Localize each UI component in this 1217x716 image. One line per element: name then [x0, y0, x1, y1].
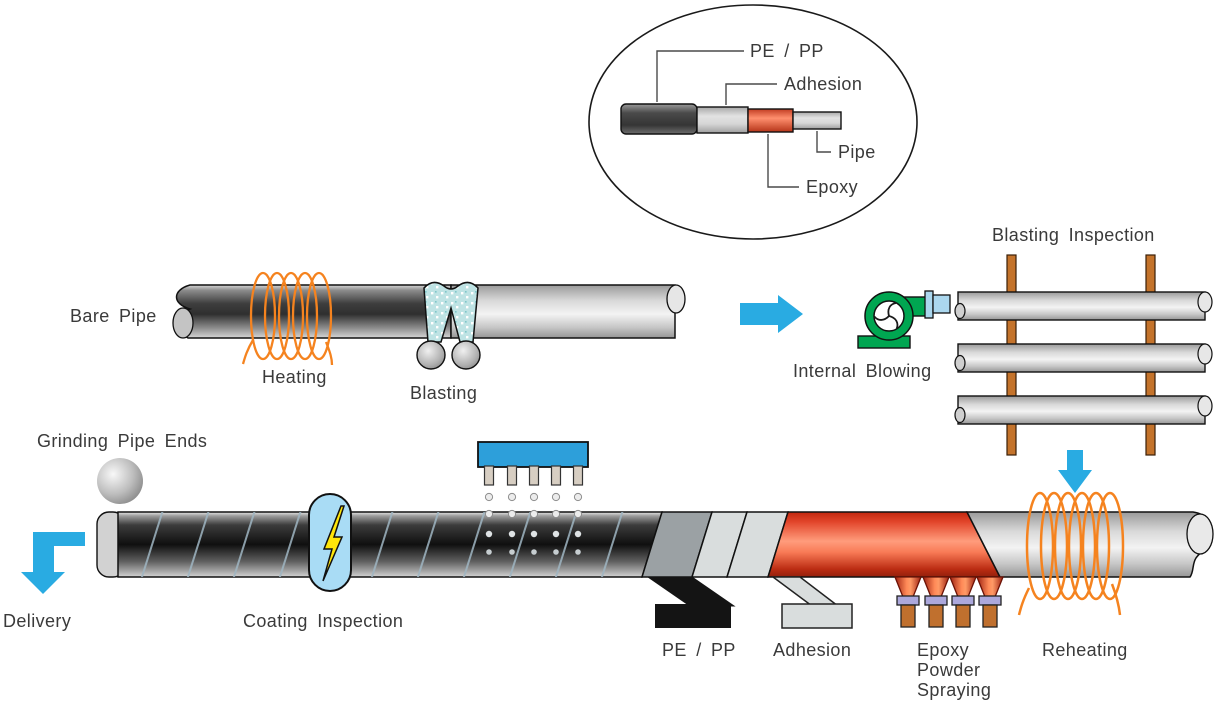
- spray-header-box: [477, 441, 589, 468]
- blasting-wheel-left: [416, 340, 446, 370]
- pipe-right-end-lens: [1186, 513, 1214, 555]
- leader-adhesion: [725, 83, 777, 105]
- stage-coating-inspection: Coating Inspection: [243, 493, 403, 631]
- label-cs-pe-pp: PE / PP: [750, 41, 824, 61]
- fan-blades-icon: [873, 302, 899, 329]
- flow-arrow-right-icon: [740, 295, 803, 333]
- leader-pe-pp: [656, 50, 744, 102]
- cross-section-pipe-core: [792, 111, 842, 130]
- epoxy-gun-collars: [896, 595, 1002, 606]
- inspection-pipes: [954, 291, 1213, 425]
- label-coating-inspection: Coating Inspection: [243, 611, 403, 631]
- label-internal-blowing: Internal Blowing: [793, 361, 931, 381]
- label-cs-pipe: Pipe: [838, 142, 876, 162]
- blasting-media-stream: [423, 281, 479, 343]
- cross-section-pe-pp-layer: [620, 103, 698, 135]
- pe-pp-feed-arm: [646, 576, 736, 607]
- adhesion-feed-arm: [770, 576, 841, 607]
- inspection-pipe-3: [954, 395, 1213, 425]
- grinding-wheel-ball: [97, 458, 143, 504]
- label-delivery: Delivery: [3, 611, 71, 631]
- label-reheating: Reheating: [1042, 640, 1128, 660]
- blasted-pipe-silver-body: [450, 284, 676, 339]
- bare-pipe-dark-body: [175, 284, 452, 339]
- label-heating: Heating: [262, 367, 327, 387]
- leader-epoxy: [767, 134, 799, 188]
- cross-section-epoxy-layer: [747, 108, 794, 133]
- spray-nozzles: [483, 465, 584, 486]
- delivery-arrow-icon: [21, 532, 85, 594]
- cross-section-detail: PE / PP Adhesion Pipe Epoxy: [588, 4, 918, 240]
- water-droplets-on-pipe: [485, 530, 582, 555]
- coating-line-pipe: [96, 511, 1214, 578]
- heating-coil: [241, 271, 334, 366]
- leader-pipe: [816, 131, 831, 153]
- stage-pe-pp-applicator: PE / PP: [646, 576, 736, 660]
- blasting-wheel-right: [451, 340, 481, 370]
- label-epoxy-spray-3: Spraying: [917, 680, 991, 700]
- label-epoxy-spray-2: Powder: [917, 660, 980, 680]
- water-cooling-spray: [477, 441, 589, 555]
- water-droplets-falling: [484, 492, 583, 519]
- stage-internal-blowing: Internal Blowing: [793, 290, 951, 381]
- stage-adhesion-applicator: Adhesion: [770, 576, 853, 660]
- flow-arrow-down-icon: [1058, 450, 1092, 493]
- label-blasting-inspection: Blasting Inspection: [992, 225, 1155, 245]
- blower-nozzle: [932, 294, 951, 314]
- inspection-pipe-2: [954, 343, 1213, 373]
- adhesion-extruder-base: [781, 603, 853, 629]
- blasted-pipe-end-lens: [666, 284, 686, 314]
- epoxy-spray-cones: [894, 576, 1004, 598]
- pipe-section-bare-silver: [965, 511, 1214, 578]
- label-pe-pp-stage: PE / PP: [662, 640, 736, 660]
- stage-blasting-inspection: Blasting Inspection: [954, 225, 1213, 456]
- pe-pp-extruder-base: [655, 604, 731, 628]
- reheating-coil: [1017, 491, 1125, 616]
- stage-grinding-delivery: Grinding Pipe Ends Delivery: [3, 431, 207, 631]
- cross-section-adhesion-layer: [696, 106, 749, 134]
- stage-reheating: Reheating: [1017, 491, 1128, 660]
- pipe-section-epoxy-red: [766, 511, 1002, 578]
- label-adhesion-stage: Adhesion: [773, 640, 851, 660]
- label-cs-adhesion: Adhesion: [784, 74, 862, 94]
- stage-epoxy-powder-spraying: Epoxy Powder Spraying: [894, 576, 1004, 700]
- label-bare-pipe: Bare Pipe: [70, 306, 157, 326]
- leader-lines: [656, 50, 831, 188]
- label-epoxy-spray-1: Epoxy: [917, 640, 969, 660]
- stage-bare-pipe-heating-blasting: Bare Pipe Heating Blasting: [70, 271, 686, 403]
- blower-nozzle-flange: [924, 290, 934, 319]
- bare-pipe-bore-end: [172, 307, 194, 339]
- epoxy-gun-bodies: [900, 604, 998, 628]
- lightning-bolt-icon: [322, 505, 346, 582]
- label-cs-epoxy: Epoxy: [806, 177, 858, 197]
- inspection-pipe-1: [954, 291, 1213, 321]
- label-grinding-pipe-ends: Grinding Pipe Ends: [37, 431, 207, 451]
- label-blasting: Blasting: [410, 383, 477, 403]
